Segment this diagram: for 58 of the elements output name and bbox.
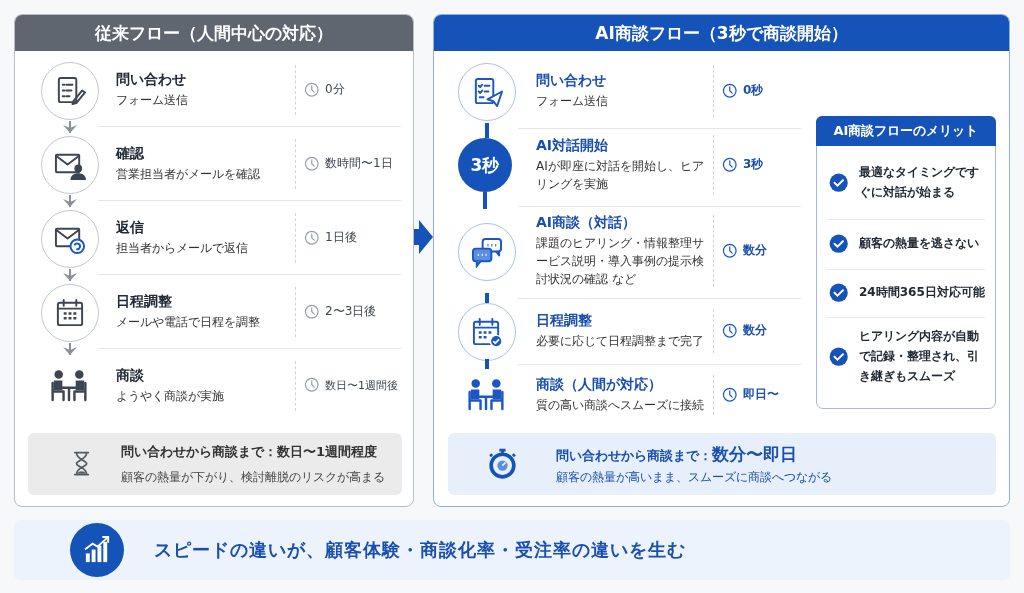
step-description: 質の高い商談へスムーズに接続 [536, 397, 705, 414]
time-badge: 3秒 [458, 138, 512, 192]
step-title: 確認 [116, 145, 144, 163]
duration-text: 1日後 [325, 229, 357, 246]
duration-text: 数時間〜1日 [325, 155, 393, 172]
duration-text: 0分 [325, 81, 345, 98]
step-description: 課題のヒアリング・情報整理サービス説明・導入事例の提示検討状況の確認 など [536, 235, 705, 288]
chevron-arrow [63, 194, 77, 208]
timeline-line [485, 123, 489, 138]
panel-header: AI商談フロー（3秒で商談開始） [434, 15, 1009, 51]
step-title: AI対話開始 [536, 137, 609, 155]
merit-text: 最適なタイミングですぐに対話が始まる [859, 164, 980, 201]
step-description: フォーム送信 [536, 93, 609, 110]
summary-note: 顧客の熱量が高いまま、スムーズに商談へつながる [556, 469, 832, 486]
step-description: 営業担当者がメールを確認 [116, 166, 261, 183]
duration-text: 2〜3日後 [325, 303, 377, 320]
step-description: ようやく商談が実施 [116, 388, 225, 405]
step-title: 返信 [116, 219, 144, 237]
merit-text: ヒアリング内容が自動で記録・整理され、引き継ぎもスムーズ [859, 328, 980, 385]
chevron-arrow [63, 342, 77, 356]
banner-text: スピードの違いが、顧客体験・商談化率・受注率の違いを生む [154, 538, 686, 562]
step-description: フォーム送信 [116, 92, 189, 109]
message-banner [14, 520, 1010, 580]
duration-text: 0秒 [743, 82, 764, 99]
flow-panel [433, 14, 1010, 507]
timeline-line [483, 192, 487, 209]
step-description: AIが即座に対話を開始し、ヒアリングを実施 [536, 158, 705, 193]
step-title: AI商談（対話） [536, 214, 637, 232]
duration-text: 3秒 [743, 156, 764, 173]
step-description: 担当者からメールで返信 [116, 240, 249, 257]
chevron-arrow [63, 120, 77, 134]
summary-box [448, 433, 996, 495]
step-title: 問い合わせ [116, 71, 186, 89]
summary-title: 問い合わせから商談まで：数日〜1週間程度 [121, 443, 378, 461]
step-description: メールや電話で日程を調整 [116, 314, 261, 331]
step-title: 商談 [116, 367, 144, 385]
flow-arrow [414, 220, 433, 254]
timeline-line [485, 293, 489, 303]
step-title: 日程調整 [116, 293, 172, 311]
summary-note: 顧客の熱量が下がり、検討離脱のリスクが高まる [121, 469, 385, 486]
summary-box [28, 433, 402, 495]
duration-text: 即日〜 [743, 386, 779, 403]
duration-text: 数日〜1週間後 [325, 377, 398, 393]
summary-title: 問い合わせから商談まで：数分〜即日 [556, 443, 797, 466]
step-title: 日程調整 [536, 312, 592, 330]
duration-text: 数分 [743, 242, 767, 259]
panel-header: 従来フロー（人間中心の対応） [15, 15, 413, 51]
merit-card [816, 116, 996, 409]
step-title: 商談（人間が対応） [536, 376, 662, 394]
duration-text: 数分 [743, 322, 767, 339]
timeline-line [485, 359, 489, 369]
step-description: 必要に応じて日程調整まで完了 [536, 333, 705, 350]
merit-text: 24時間365日対応可能 [859, 284, 985, 302]
step-title: 問い合わせ [536, 72, 606, 90]
chevron-arrow [63, 268, 77, 282]
card-header: AI商談フローのメリット [816, 116, 996, 146]
flow-panel [14, 14, 414, 507]
merit-text: 顧客の熱量を逃さない [859, 235, 980, 253]
